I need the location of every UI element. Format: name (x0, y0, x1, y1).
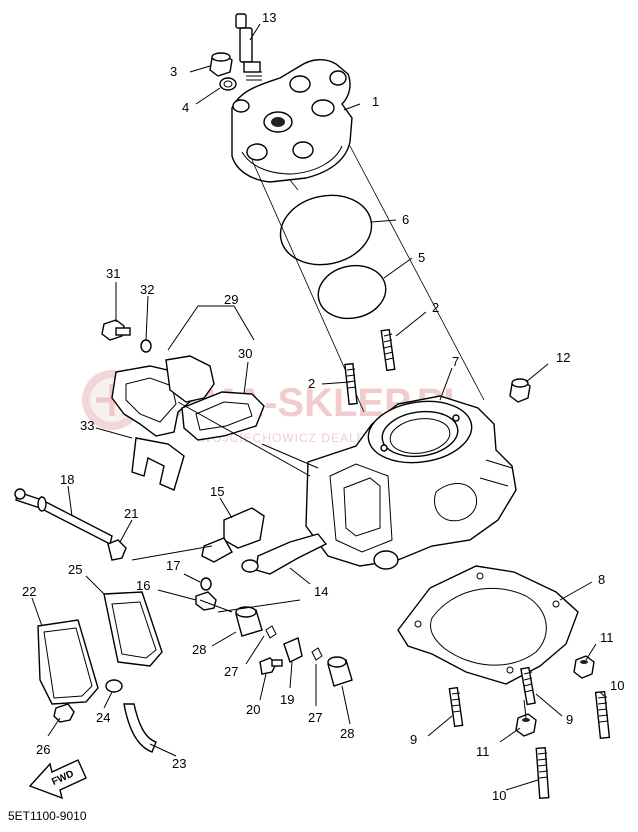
valve-washer (200, 577, 212, 591)
callout-28-right: 28 (340, 726, 354, 741)
cylinder-head (231, 59, 353, 183)
callout-4: 4 (182, 100, 189, 115)
flange-nut-lower (515, 713, 537, 737)
power-valve-rod (241, 533, 328, 575)
stud-bolt-9-right (520, 666, 536, 706)
bolt (101, 319, 131, 341)
callout-17: 17 (166, 558, 180, 573)
exhaust-gasket-set (111, 355, 215, 437)
flange-nut-upper (573, 655, 595, 679)
valve-cover (37, 619, 99, 705)
callout-2-upper: 2 (432, 300, 439, 315)
callout-33: 33 (80, 418, 94, 433)
valve-cover-gasket-plate (103, 591, 163, 667)
callout-1: 1 (372, 94, 379, 109)
bracket-bolt (259, 657, 283, 675)
stud-bolt-lower (344, 362, 358, 406)
callout-2-lower: 2 (308, 376, 315, 391)
valve-bracket (283, 637, 303, 663)
callout-19: 19 (280, 692, 294, 707)
callout-27-right: 27 (308, 710, 322, 725)
cover-bolt (53, 703, 75, 723)
valve-collar-lower (327, 656, 353, 687)
callout-11-lower: 11 (476, 744, 490, 759)
retaining-clip-right (311, 647, 323, 661)
small-washer (140, 339, 152, 353)
callout-8: 8 (598, 572, 605, 587)
callout-14: 14 (314, 584, 328, 599)
cylinder-o-ring (317, 264, 387, 320)
fwd-arrow: FWD (28, 759, 87, 800)
spark-plug (235, 13, 262, 81)
callout-5: 5 (418, 250, 425, 265)
callout-13: 13 (262, 10, 276, 25)
valve-collar-upper (235, 606, 263, 637)
breather-hose (123, 703, 157, 753)
callout-10-right: 10 (610, 678, 624, 693)
cylinder-base-gasket (397, 565, 579, 685)
valve-bolt (195, 591, 217, 611)
callout-27-left: 27 (224, 664, 238, 679)
callout-32: 32 (140, 282, 154, 297)
callout-10-bottom: 10 (492, 788, 506, 803)
washer (219, 77, 237, 91)
callout-25: 25 (68, 562, 82, 577)
catalog-code: 5ET1100-9010 (8, 809, 87, 823)
callout-7: 7 (452, 354, 459, 369)
callout-30: 30 (238, 346, 252, 361)
shaft-bushing (107, 539, 127, 561)
stud-bolt-10-bottom (535, 746, 550, 799)
valve-shaft (14, 488, 113, 546)
cap-nut (509, 378, 531, 403)
head-nut (209, 52, 233, 77)
leader-lines (31, 23, 605, 791)
callout-26: 26 (36, 742, 50, 757)
callout-22: 22 (22, 584, 36, 599)
callout-3: 3 (170, 64, 177, 79)
power-valve (201, 507, 265, 563)
callout-31: 31 (106, 266, 120, 281)
callout-11-upper: 11 (600, 630, 614, 645)
valve-cover-gasket (131, 437, 185, 491)
retaining-clip-left (265, 625, 277, 639)
cylinder (305, 395, 517, 570)
callout-12: 12 (556, 350, 570, 365)
stud-bolt-9-left (448, 686, 464, 728)
callout-15: 15 (210, 484, 224, 499)
callout-9-left: 9 (410, 732, 417, 747)
callout-16: 16 (136, 578, 150, 593)
callout-18: 18 (60, 472, 74, 487)
callout-21: 21 (124, 506, 138, 521)
callout-20: 20 (246, 702, 260, 717)
callout-28-left: 28 (192, 642, 206, 657)
head-o-ring (279, 194, 373, 266)
callout-29: 29 (224, 292, 238, 307)
stud-bolt-10-right (594, 690, 611, 740)
stud-bolt-upper (380, 328, 396, 372)
callout-23: 23 (172, 756, 186, 771)
callout-9-right: 9 (566, 712, 573, 727)
exhaust-gasket-b (181, 391, 265, 441)
callout-numbers: 1 2 2 3 4 5 6 7 8 9 9 10 10 11 11 12 13 … (22, 10, 624, 803)
callout-6: 6 (402, 212, 409, 227)
callout-24: 24 (96, 710, 110, 725)
hose-clamp (105, 679, 123, 693)
